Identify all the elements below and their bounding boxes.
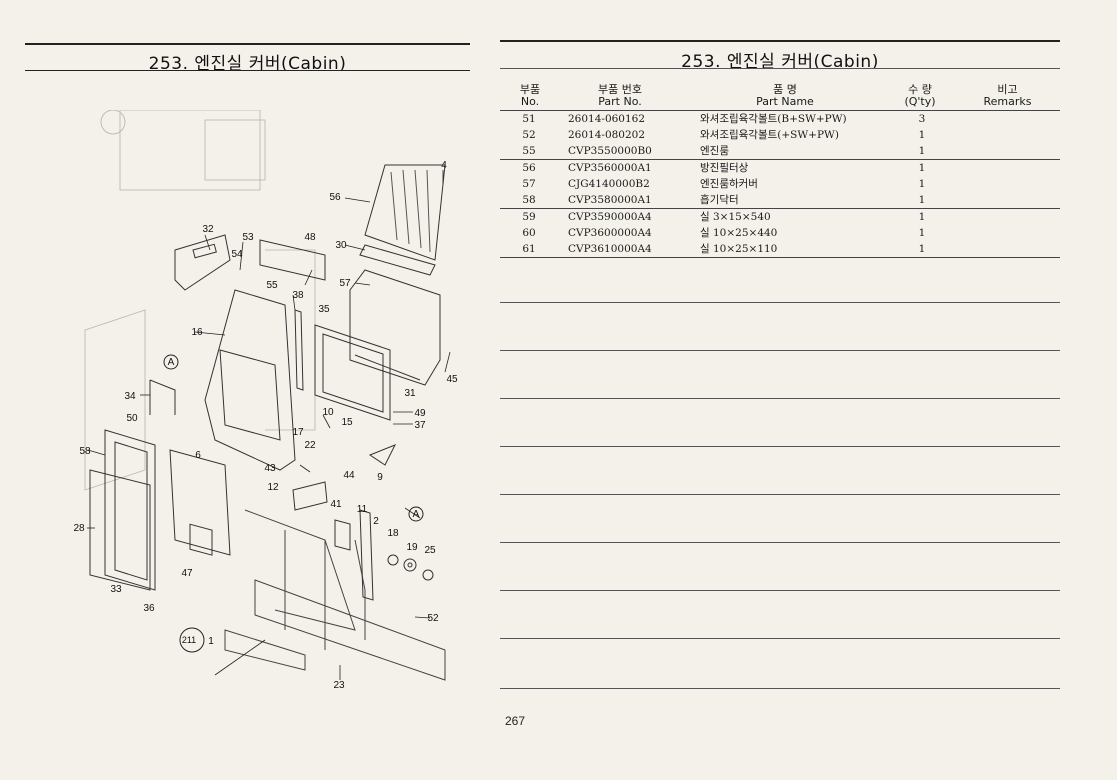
empty-rule xyxy=(500,688,1060,689)
callout-56: 56 xyxy=(329,192,341,203)
callout-38: 38 xyxy=(292,290,304,301)
title-underline xyxy=(25,70,470,71)
top-rule xyxy=(500,40,1060,42)
hdr-name-ko: 품 명 xyxy=(773,83,797,96)
callout-52: 52 xyxy=(427,613,439,624)
callout-25: 25 xyxy=(424,545,436,556)
callout-1: 1 xyxy=(208,636,214,647)
callout-34: 34 xyxy=(124,391,136,402)
empty-rule xyxy=(500,542,1060,543)
callout-48: 48 xyxy=(304,232,316,243)
page-number: 267 xyxy=(505,714,526,728)
callout-17: 17 xyxy=(292,427,304,438)
ref-a-right: A xyxy=(413,509,420,520)
right-half: 253. 엔진실 커버(Cabin) 부품 No. 부품 번호 Part No.… xyxy=(500,40,1060,740)
empty-rule xyxy=(500,494,1060,495)
callout-15: 15 xyxy=(341,417,353,428)
callout-31: 31 xyxy=(404,388,416,399)
callout-18: 18 xyxy=(387,528,399,539)
callout-54: 54 xyxy=(231,249,243,260)
empty-rule xyxy=(500,398,1060,399)
exploded-diagram: A A 211 4 56 30 57 32 53 54 48 55 38 35 … xyxy=(25,109,470,710)
callout-36: 36 xyxy=(143,603,155,614)
callout-12: 12 xyxy=(267,482,279,493)
hdr-no-ko: 부품 xyxy=(519,83,541,96)
callout-30: 30 xyxy=(335,240,347,251)
callout-53: 53 xyxy=(242,232,254,243)
callout-50: 50 xyxy=(126,413,138,424)
callout-4: 4 xyxy=(441,160,447,171)
callout-10: 10 xyxy=(322,407,334,418)
left-half: 253. 엔진실 커버(Cabin) xyxy=(25,40,470,720)
empty-rule xyxy=(500,302,1060,303)
hdr-rem-ko: 비고 xyxy=(997,83,1018,96)
callout-9: 9 xyxy=(377,472,383,483)
hdr-qty-en: (Q'ty) xyxy=(904,95,936,108)
callout-19: 19 xyxy=(406,542,418,553)
callout-55: 55 xyxy=(266,280,278,291)
callout-11: 11 xyxy=(357,504,368,515)
callout-2: 2 xyxy=(373,516,379,527)
callout-57: 57 xyxy=(339,278,351,289)
hdr-part-en: Part No. xyxy=(598,95,642,108)
callout-32: 32 xyxy=(202,224,214,235)
callout-33: 33 xyxy=(110,584,122,595)
callout-22: 22 xyxy=(304,440,316,451)
header-rule xyxy=(500,110,1060,111)
parts-table: 부품 No. 부품 번호 Part No. 품 명 Part Name 수 량 … xyxy=(500,80,1060,258)
empty-rule xyxy=(500,638,1060,639)
callout-58: 58 xyxy=(79,446,91,457)
hdr-no-en: No. xyxy=(520,95,540,108)
table-header: 부품 No. 부품 번호 Part No. 품 명 Part Name 수 량 … xyxy=(500,80,1060,110)
callout-41: 41 xyxy=(330,499,342,510)
title-underline xyxy=(500,68,1060,69)
empty-rule xyxy=(500,350,1060,351)
hdr-qty-ko: 수 량 xyxy=(908,83,932,96)
group-rule xyxy=(500,208,1060,209)
callout-49: 49 xyxy=(414,408,426,419)
callout-45: 45 xyxy=(446,374,458,385)
callout-44: 44 xyxy=(343,470,355,481)
empty-rule xyxy=(500,446,1060,447)
right-title: 253. 엔진실 커버(Cabin) xyxy=(681,52,879,72)
ref-a-left: A xyxy=(168,357,175,368)
group-rule xyxy=(500,257,1060,258)
callout-35: 35 xyxy=(318,304,330,315)
left-title: 253. 엔진실 커버(Cabin) xyxy=(148,54,347,74)
hdr-part-ko: 부품 번호 xyxy=(598,83,642,96)
hdr-rem-en: Remarks xyxy=(983,95,1032,108)
callout-28: 28 xyxy=(73,523,85,534)
callout-211: 211 xyxy=(182,635,196,645)
callout-16: 16 xyxy=(191,327,203,338)
group-rule xyxy=(500,159,1060,160)
top-rule xyxy=(25,43,470,45)
diagram-svg: A A 211 4 56 30 57 32 53 54 48 55 38 35 … xyxy=(73,109,458,691)
hdr-name-en: Part Name xyxy=(756,95,814,108)
callout-47: 47 xyxy=(181,568,193,579)
callout-6: 6 xyxy=(195,450,201,461)
callout-43: 43 xyxy=(264,463,276,474)
callout-37: 37 xyxy=(414,420,426,431)
empty-rule xyxy=(500,590,1060,591)
callout-23: 23 xyxy=(333,680,345,691)
